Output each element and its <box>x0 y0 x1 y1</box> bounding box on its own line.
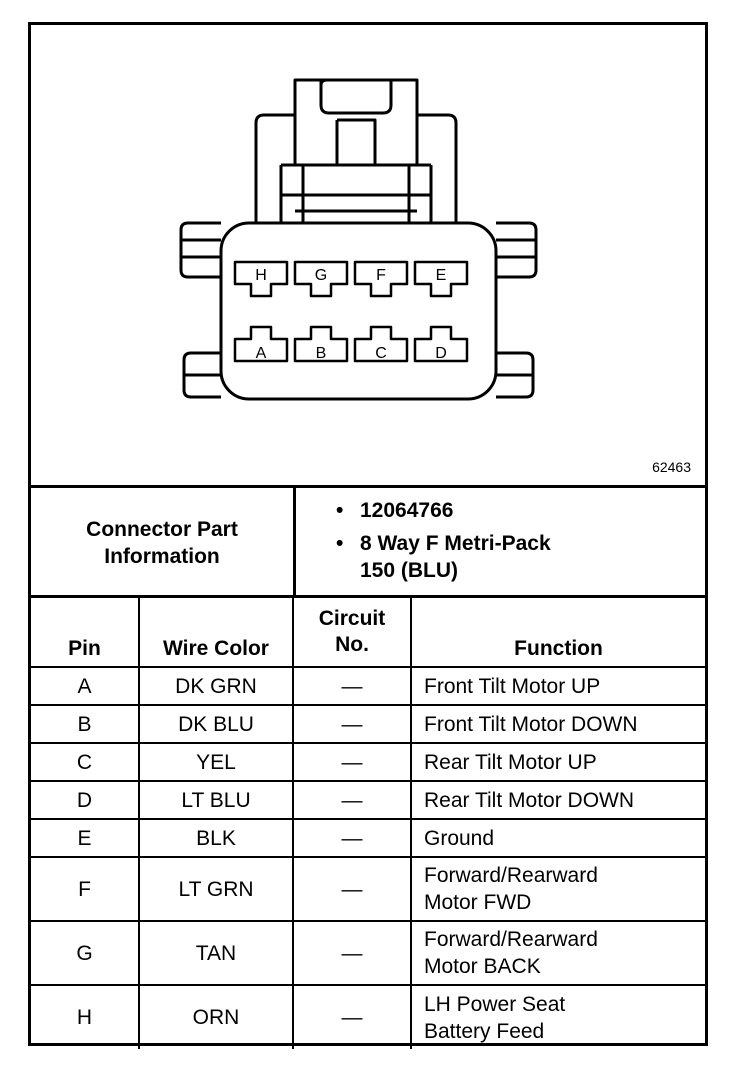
circuit-no-cell: — <box>292 856 412 922</box>
pin-cavity-label: A <box>256 345 267 362</box>
pin-cavity-D: D <box>413 325 469 363</box>
function-line-1: Rear Tilt Motor DOWN <box>424 788 635 812</box>
header-function: Function <box>410 595 705 668</box>
header-circuit-line-1: Circuit <box>318 607 386 630</box>
circuit-no-value: — <box>341 826 363 850</box>
pin-cavity-label: D <box>435 345 447 362</box>
pin-cavity-label: B <box>316 345 327 362</box>
function-cell: Rear Tilt Motor UP <box>410 742 705 782</box>
function-line-1: Front Tilt Motor UP <box>424 674 601 698</box>
wire-color-cell: DK BLU <box>138 704 294 744</box>
connector-part-info-text: Connector Part Information <box>86 518 238 568</box>
connector-latch <box>254 78 458 225</box>
wire-color-cell: LT GRN <box>138 856 294 922</box>
circuit-no-value: — <box>341 674 363 698</box>
pin-cell: H <box>31 984 140 1049</box>
function-line-2: Motor FWD <box>424 891 532 914</box>
connector-diagram: H G F E A B C D 62463 <box>31 25 705 485</box>
circuit-no-value: — <box>341 941 363 965</box>
wire-color-cell: ORN <box>138 984 294 1049</box>
header-pin: Pin <box>31 595 140 668</box>
circuit-no-value: — <box>341 877 363 901</box>
description-line-2: 150 (BLU) <box>360 558 459 582</box>
circuit-no-value: — <box>341 788 363 812</box>
pin-cavity-label: H <box>255 267 267 284</box>
pin-cavity-label: G <box>315 267 327 284</box>
function-line-1: LH Power Seat <box>424 992 566 1016</box>
part-number: 12064766 <box>336 497 705 524</box>
circuit-no-value: — <box>341 1006 363 1029</box>
description-line-1: 8 Way F Metri-Pack <box>360 531 551 555</box>
pin-cavity-E: E <box>413 260 469 298</box>
function-line-1: Forward/Rearward <box>424 928 598 951</box>
circuit-no-cell: — <box>292 818 412 858</box>
function-line-1: Rear Tilt Motor UP <box>424 750 597 774</box>
connector-part-info: Connector Part Information 12064766 8 Wa… <box>31 485 705 598</box>
wire-color-cell: TAN <box>138 920 294 986</box>
connector-side-rails <box>179 221 538 399</box>
connector-description: 8 Way F Metri-Pack 150 (BLU) <box>336 530 705 584</box>
header-wire-color: Wire Color <box>138 595 294 668</box>
pin-cell: C <box>31 742 140 782</box>
circuit-no-value: — <box>341 750 363 774</box>
pin-cavity-H: H <box>233 260 289 298</box>
wire-color-cell: LT BLU <box>138 780 294 820</box>
connector-part-info-label: Connector Part Information <box>31 485 296 598</box>
pin-cavity-label: E <box>436 267 447 284</box>
function-line-2: Battery Feed <box>424 1019 545 1043</box>
pin-cavity-B: B <box>293 325 349 363</box>
circuit-no-cell: — <box>292 920 412 986</box>
connector-face-drawing: H G F E A B C D <box>179 78 538 401</box>
header-circuit-no: Circuit No. <box>292 595 412 668</box>
wire-color-cell: BLK <box>138 818 294 858</box>
pin-cell: D <box>31 780 140 820</box>
pin-cavity-label: F <box>376 267 386 284</box>
connector-part-details: 12064766 8 Way F Metri-Pack 150 (BLU) <box>294 485 705 598</box>
figure-id: 62463 <box>652 459 691 475</box>
pin-cavity-C: C <box>353 325 409 363</box>
pin-cell: B <box>31 704 140 744</box>
pin-cavity-A: A <box>233 325 289 363</box>
circuit-no-cell: — <box>292 666 412 706</box>
circuit-no-cell: — <box>292 780 412 820</box>
pin-cavity-F: F <box>353 260 409 298</box>
function-cell: Front Tilt Motor UP <box>410 666 705 706</box>
function-line-1: Forward/Rearward <box>424 864 598 887</box>
function-line-2: Motor BACK <box>424 955 541 978</box>
wire-color-cell: DK GRN <box>138 666 294 706</box>
pin-cavity-G: G <box>293 260 349 298</box>
pin-cavity-label: C <box>375 345 387 362</box>
pin-cell: F <box>31 856 140 922</box>
pin-cell: A <box>31 666 140 706</box>
circuit-no-cell: — <box>292 984 412 1049</box>
circuit-no-cell: — <box>292 704 412 744</box>
wire-color-cell: YEL <box>138 742 294 782</box>
circuit-no-cell: — <box>292 742 412 782</box>
pin-cell: E <box>31 818 140 858</box>
function-cell: Front Tilt Motor DOWN <box>410 704 705 744</box>
function-cell: Ground <box>410 818 705 858</box>
function-line-1: Ground <box>424 826 495 850</box>
pin-cell: G <box>31 920 140 986</box>
connector-body <box>219 221 498 401</box>
function-line-1: Front Tilt Motor DOWN <box>424 712 638 736</box>
header-circuit-line-2: No. <box>335 633 369 656</box>
circuit-no-value: — <box>341 712 363 736</box>
function-cell: Rear Tilt Motor DOWN <box>410 780 705 820</box>
